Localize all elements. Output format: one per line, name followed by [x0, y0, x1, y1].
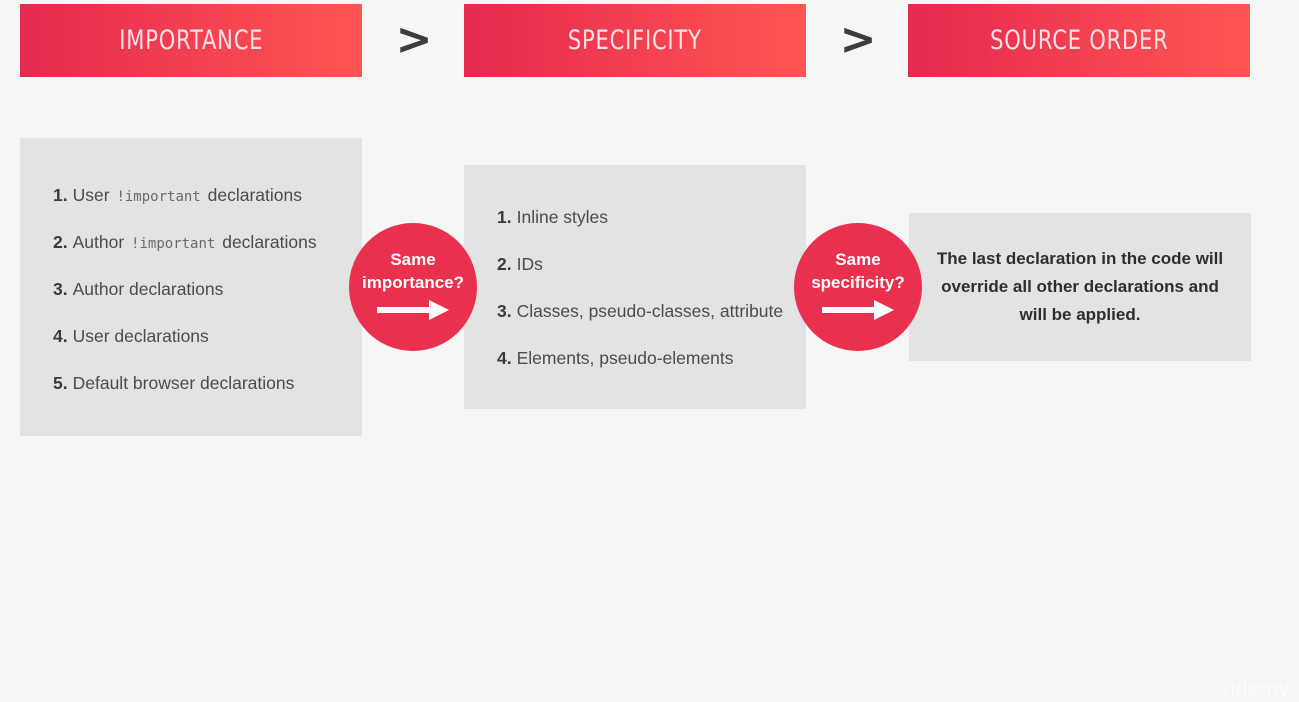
list-item: 1.User !important declarations: [53, 184, 362, 231]
list-number: 4.: [497, 348, 512, 368]
arrow-right-icon: [822, 300, 894, 320]
greater-than-separator: >: [395, 14, 433, 65]
list-text: Elements, pseudo-elements: [516, 348, 734, 368]
list-text: Classes, pseudo-classes, attribute: [516, 301, 784, 321]
list-text: User declarations: [72, 326, 209, 346]
header-specificity: SPECIFICITY: [464, 4, 806, 77]
list-number: 2.: [497, 254, 512, 274]
list-item: 5.Default browser declarations: [53, 372, 362, 419]
specificity-list: 1.Inline styles 2.IDs 3.Classes, pseudo-…: [497, 206, 806, 394]
badge-line: Same: [835, 250, 881, 269]
list-item: 1.Inline styles: [497, 206, 806, 253]
list-number: 2.: [53, 232, 68, 252]
greater-than-separator: >: [839, 14, 877, 65]
list-item: 2.Author !important declarations: [53, 231, 362, 278]
source-order-text: The last declaration in the code will ov…: [936, 249, 1224, 324]
same-specificity-badge: Same specificity?: [794, 223, 922, 351]
list-text: Author: [72, 232, 125, 252]
header-importance: IMPORTANCE: [20, 4, 362, 77]
list-item: 2.IDs: [497, 253, 806, 300]
udemy-watermark: udemy: [1222, 676, 1289, 701]
list-item: 3.Classes, pseudo-classes, attribute: [497, 300, 806, 347]
source-order-box: The last declaration in the code will ov…: [909, 213, 1251, 361]
list-text: Inline styles: [516, 207, 609, 227]
badge-text: Same specificity?: [811, 248, 905, 294]
list-text: User: [72, 185, 110, 205]
list-number: 1.: [497, 207, 512, 227]
same-importance-badge: Same importance?: [349, 223, 477, 351]
header-source-order: SOURCE ORDER: [908, 4, 1250, 77]
header-importance-label: IMPORTANCE: [119, 25, 263, 56]
list-text: declarations: [207, 185, 302, 205]
importance-box: 1.User !important declarations 2.Author …: [20, 138, 362, 436]
header-source-order-label: SOURCE ORDER: [989, 25, 1169, 56]
specificity-box: 1.Inline styles 2.IDs 3.Classes, pseudo-…: [464, 165, 806, 409]
list-text: Default browser declarations: [72, 373, 295, 393]
badge-text: Same importance?: [362, 248, 464, 294]
list-number: 3.: [53, 279, 68, 299]
code-important: !important: [116, 189, 201, 205]
list-item: 4.Elements, pseudo-elements: [497, 347, 806, 394]
arrow-right-icon: [377, 300, 449, 320]
list-item: 3.Author declarations: [53, 278, 362, 325]
badge-line: Same: [390, 250, 436, 269]
list-number: 5.: [53, 373, 68, 393]
code-important: !important: [131, 236, 216, 252]
badge-line: importance?: [361, 273, 465, 292]
list-text: Author declarations: [72, 279, 224, 299]
header-specificity-label: SPECIFICITY: [568, 25, 702, 56]
list-text: IDs: [516, 254, 543, 274]
list-number: 1.: [53, 185, 68, 205]
list-item: 4.User declarations: [53, 325, 362, 372]
list-text: declarations: [222, 232, 317, 252]
importance-list: 1.User !important declarations 2.Author …: [53, 184, 362, 419]
list-number: 3.: [497, 301, 512, 321]
badge-line: specificity?: [811, 273, 905, 292]
list-number: 4.: [53, 326, 68, 346]
